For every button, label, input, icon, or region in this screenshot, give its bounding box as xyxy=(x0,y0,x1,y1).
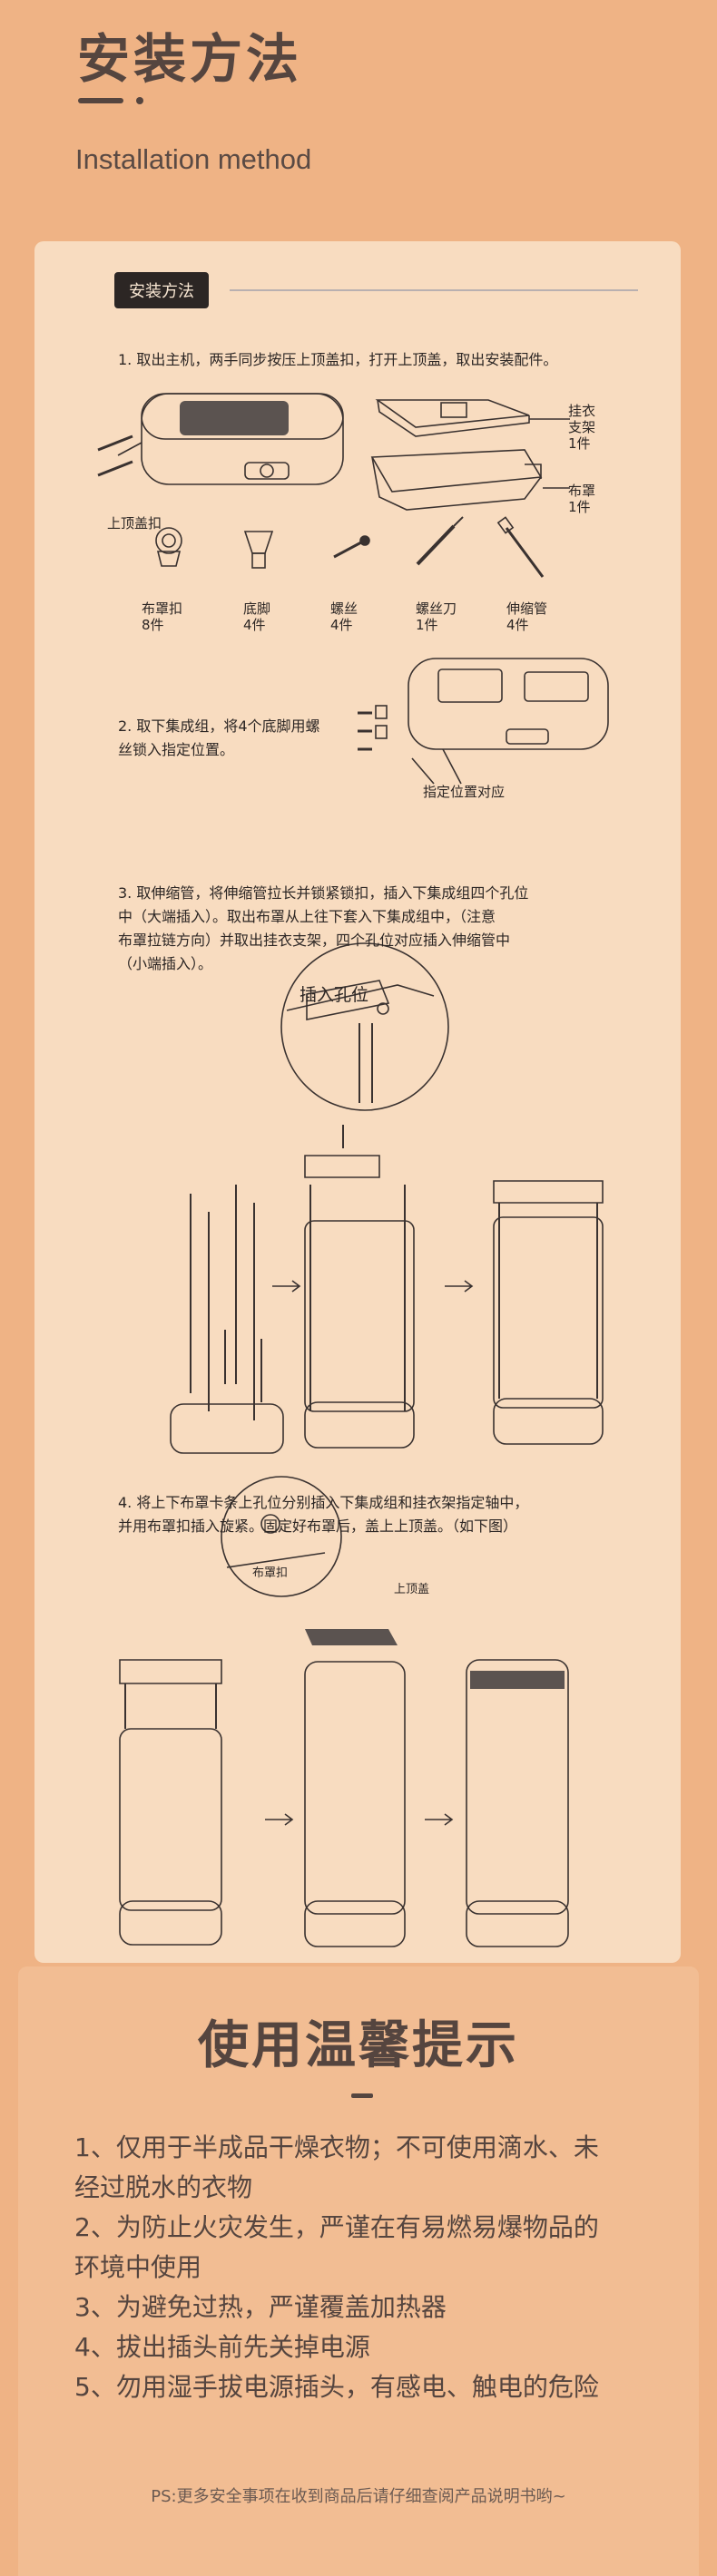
fabric-cover-illustration xyxy=(370,449,570,511)
tube-part-illustration xyxy=(496,516,545,578)
label-top-cover: 上顶盖 xyxy=(394,1583,430,1596)
section-badge: 安装方法 xyxy=(114,272,209,308)
main-unit-illustration xyxy=(97,393,344,485)
tip-line: 5、勿用湿手拔电源插头，有感电、触电的危险 xyxy=(74,2372,599,2402)
page-title: 安装方法 xyxy=(77,28,303,90)
cover-clip-zoom xyxy=(221,1476,342,1597)
label-screwdriver: 螺丝刀 1件 xyxy=(416,600,457,633)
screw-part-illustration xyxy=(333,535,370,559)
installation-card: 安装方法 1. 取出主机，两手同步按压上顶盖扣，打开上顶盖，取出安装配件。 xyxy=(34,241,681,1963)
tip-line: 3、为避免过热，严谨覆盖加热器 xyxy=(74,2292,447,2322)
label-clip-small: 布罩扣 xyxy=(252,1566,289,1580)
label-foot: 底脚 4件 xyxy=(243,600,271,633)
tips-list: 1、仅用于半成品干燥衣物；不可使用滴水、未 经过脱水的衣物 2、为防止火灾发生，… xyxy=(74,2128,673,2407)
step-1-text: 1. 取出主机，两手同步按压上顶盖扣，打开上顶盖，取出安装配件。 xyxy=(118,351,558,368)
title-dot xyxy=(136,97,143,104)
label-insert-hole: 插入孔位 xyxy=(300,985,369,1005)
tip-line: 4、拔出插头前先关掉电源 xyxy=(74,2332,370,2362)
tip-line: 经过脱水的衣物 xyxy=(74,2172,253,2202)
label-rack: 挂衣 支架 1件 xyxy=(568,403,596,452)
tips-title: 使用温馨提示 xyxy=(198,2016,519,2075)
arrow-right-icon xyxy=(445,1280,474,1293)
label-tube: 伸缩管 4件 xyxy=(506,600,548,633)
clip-part-illustration xyxy=(155,527,182,567)
arrow-right-icon xyxy=(272,1280,301,1293)
tip-line: 环境中使用 xyxy=(74,2252,202,2282)
step4-assembly-left xyxy=(119,1659,222,1946)
tip-line: 2、为防止火灾发生，严谨在有易燃易爆物品的 xyxy=(74,2212,599,2242)
arrow-right-icon xyxy=(265,1813,294,1826)
label-screw: 螺丝 4件 xyxy=(330,600,358,633)
assembly-illustrations xyxy=(97,393,609,1947)
step-3-text: 3. 取伸缩管，将伸缩管拉长并锁紧锁扣，插入下集成组四个孔位 中（大端插入）。取… xyxy=(118,884,529,972)
step4-assembly-middle xyxy=(304,1629,406,1947)
step3-assembly-middle xyxy=(304,1125,415,1449)
label-clip: 布罩扣 8件 xyxy=(142,600,183,633)
badge-rule xyxy=(230,289,638,291)
page-subtitle: Installation method xyxy=(75,143,312,175)
step3-assembly-left xyxy=(170,1185,284,1454)
step3-assembly-right xyxy=(493,1180,604,1445)
label-cover: 布罩 1件 xyxy=(568,483,596,515)
title-underline xyxy=(78,98,123,103)
label-position: 指定位置对应 xyxy=(423,784,506,800)
usage-tips-section: 使用温馨提示 1、仅用于半成品干燥衣物；不可使用滴水、未 经过脱水的衣物 2、为… xyxy=(18,1966,699,2576)
tips-dash xyxy=(351,2093,373,2098)
tip-line: 1、仅用于半成品干燥衣物；不可使用滴水、未 xyxy=(74,2132,599,2162)
step-2-text: 2. 取下集成组，将4个底脚用螺 丝锁入指定位置。 xyxy=(118,717,320,758)
insert-hole-zoom xyxy=(280,942,449,1111)
hanger-rack-illustration xyxy=(375,399,570,437)
foot-part-illustration xyxy=(243,531,274,569)
screwdriver-part-illustration xyxy=(416,516,464,566)
ps-note: PS:更多安全事项在收到商品后请仔细查阅产品说明书哟~ xyxy=(151,2487,566,2506)
arrow-right-icon xyxy=(425,1813,454,1826)
step-4-text: 4. 将上下布罩卡条上孔位分别插入下集成组和挂衣架指定轴中， 并用布罩扣插入旋紧… xyxy=(118,1494,529,1535)
step2-unit-illustration xyxy=(358,658,609,785)
label-top-clip: 上顶盖扣 xyxy=(107,515,162,532)
step4-assembly-right xyxy=(466,1659,569,1947)
